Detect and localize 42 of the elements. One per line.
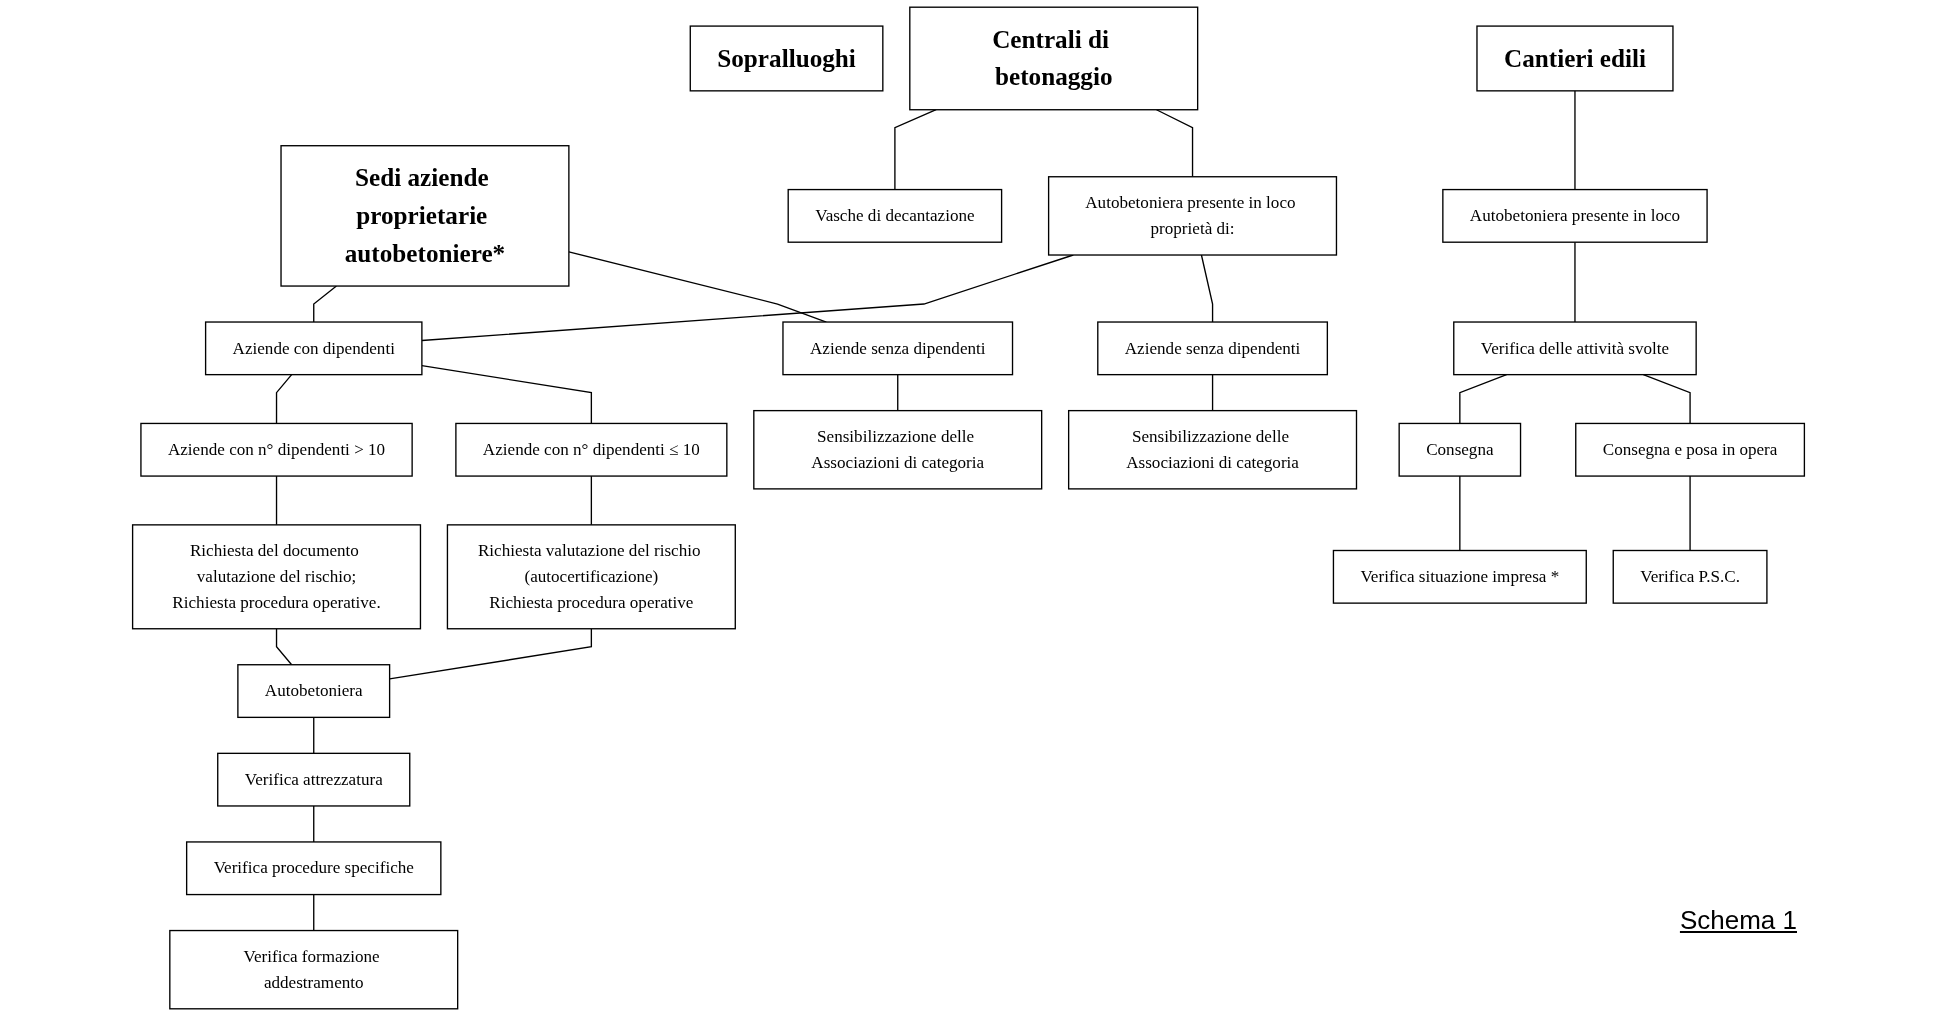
node-box: Vasche di decantazione	[787, 188, 1003, 243]
node-box: Verifica P.S.C.	[1612, 549, 1768, 604]
node-box: Centrali di betonaggio	[909, 6, 1199, 111]
connector	[1211, 373, 1214, 412]
node-box: Verifica procedure specifiche	[185, 841, 442, 896]
node-box: Aziende con n° dipendenti > 10	[140, 422, 413, 477]
node-box: Richiesta valutazione del rischio (autocertificazione) Richiesta procedura operative	[446, 524, 736, 630]
connector	[1574, 90, 1576, 191]
connector	[590, 475, 593, 526]
connector	[421, 364, 593, 425]
node-box: Sedi aziende proprietarie autobetoniere*	[280, 145, 570, 287]
node-box: Autobetoniera presente in loco	[1442, 188, 1708, 243]
node-box: Aziende con n° dipendenti ≤ 10	[455, 422, 728, 477]
connector	[275, 475, 278, 526]
connector	[1200, 254, 1214, 323]
connector	[313, 893, 315, 932]
node-box: Sopralluoghi	[689, 25, 884, 92]
node-box: Sensibilizzazione delle Associazioni di categoria	[753, 409, 1043, 490]
node-box: Sensibilizzazione delle Associazioni di categoria	[1067, 409, 1358, 490]
node-box: Autobetoniera presente in loco proprietà di:	[1047, 176, 1338, 256]
diagram-label: Schema 1	[1679, 905, 1797, 936]
connector	[1689, 475, 1691, 552]
node-box: Consegna	[1398, 422, 1522, 477]
node-box: Aziende senza dipendenti	[1097, 321, 1329, 376]
node-box: Cantieri edili	[1476, 25, 1674, 92]
node-box: Autobetoniera	[237, 664, 391, 719]
connector	[313, 285, 338, 323]
node-box: Aziende con dipendenti	[204, 321, 423, 376]
node-box: Verifica situazione impresa *	[1332, 549, 1587, 604]
connector	[275, 628, 293, 666]
node-box: Verifica delle attività svolte	[1453, 321, 1697, 376]
connector	[313, 716, 315, 754]
connector	[313, 805, 315, 843]
connector	[1574, 241, 1576, 323]
node-box: Verifica attrezzatura	[217, 752, 411, 807]
connector	[1459, 475, 1461, 552]
node-box: Consegna e posa in opera	[1575, 422, 1806, 477]
node-box: Verifica formazione addestramento	[169, 929, 459, 1010]
node-box: Aziende senza dipendenti	[782, 321, 1014, 376]
node-box: Richiesta del documento valutazione del rischio; Richiesta procedura operative.	[131, 524, 422, 630]
connector	[275, 373, 293, 425]
connector	[897, 373, 899, 412]
